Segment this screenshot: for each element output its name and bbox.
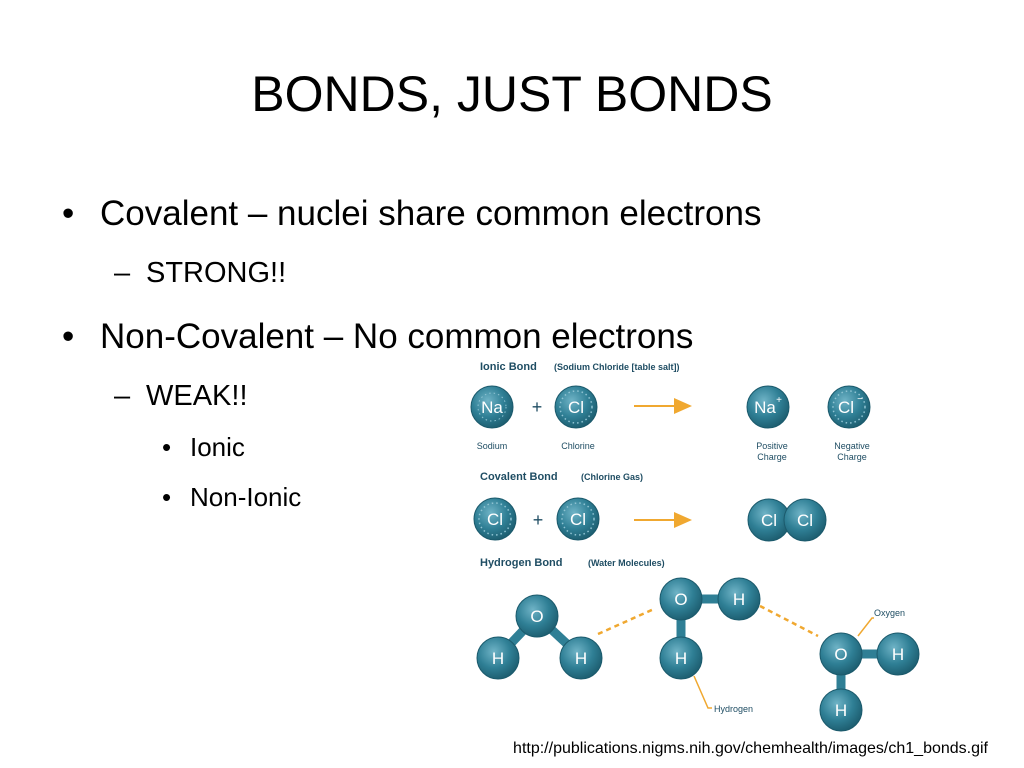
atom-symbol: H [892, 645, 904, 664]
bullet-marker: • [62, 194, 75, 233]
covalent-subheading: (Chlorine Gas) [581, 472, 643, 482]
subbullet-strong: –STRONG!! [114, 255, 286, 291]
atom-symbol: O [834, 645, 847, 664]
bullet-text: Covalent – nuclei share common electrons [100, 194, 762, 233]
chlorine-molecule: Cl Cl [747, 498, 827, 542]
atom-symbol: Cl [570, 510, 586, 529]
hydrogen-bond-line [759, 604, 819, 638]
chlorine-atom: Cl [473, 497, 517, 541]
dash-marker: – [114, 257, 131, 289]
atom-symbol: Cl [761, 511, 777, 530]
covalent-bond-section: Covalent Bond (Chlorine Gas) Cl + Cl Cl … [473, 471, 827, 542]
dash-marker: – [114, 380, 131, 412]
hydrogen-bond-line [597, 607, 655, 636]
atom-symbol: Cl [487, 510, 503, 529]
ionic-subheading: (Sodium Chloride [table salt]) [554, 362, 680, 372]
atom-symbol: H [733, 590, 745, 609]
subsubbullet-non-ionic: • Non-Ionic [162, 481, 301, 513]
atom-symbol: Cl [568, 398, 584, 417]
label-positive: Positive [756, 441, 788, 451]
bonds-figure: Ionic Bond (Sodium Chloride [table salt]… [470, 361, 920, 732]
subbullet-weak: –WEAK!! [114, 378, 248, 414]
bullet-text: STRONG!! [146, 257, 287, 289]
bullet-text: WEAK!! [146, 380, 248, 412]
label-hydrogen: Hydrogen [714, 704, 753, 714]
slide-title: BONDS, JUST BONDS [251, 66, 773, 122]
chlorine-atom: Cl [554, 385, 598, 429]
atom-symbol: Na [754, 398, 776, 417]
label-positive-charge: Charge [757, 452, 787, 462]
label-negative-charge: Charge [837, 452, 867, 462]
atom-symbol: Cl [838, 398, 854, 417]
bullet-marker: • [162, 432, 172, 462]
chloride-ion: Cl − [827, 385, 871, 429]
atom-symbol: H [575, 649, 587, 668]
ionic-heading: Ionic Bond [480, 361, 537, 373]
bullet-text: Non-Ionic [190, 482, 302, 512]
bullet-text: Non-Covalent – No common electrons [100, 317, 694, 356]
plus-sign: + [532, 397, 543, 417]
atom-symbol: H [835, 701, 847, 720]
atom-symbol: H [492, 649, 504, 668]
charge-sign: + [776, 395, 782, 406]
label-sodium: Sodium [477, 441, 508, 451]
hydrogen-callout-line [693, 675, 712, 709]
bullet-covalent: • Covalent – nuclei share common electron… [62, 192, 761, 236]
bullet-text: Ionic [190, 432, 245, 462]
atom-symbol: Na [481, 398, 503, 417]
label-chlorine: Chlorine [561, 441, 595, 451]
covalent-heading: Covalent Bond [480, 471, 558, 483]
bullet-marker: • [62, 317, 75, 356]
atom-symbol: Cl [797, 511, 813, 530]
chlorine-atom: Cl [556, 497, 600, 541]
charge-sign: − [857, 394, 863, 405]
bullet-marker: • [162, 482, 172, 512]
label-negative: Negative [834, 441, 870, 451]
ionic-bond-section: Ionic Bond (Sodium Chloride [table salt]… [470, 361, 871, 462]
bullet-non-covalent: • Non-Covalent – No common electrons [62, 315, 693, 359]
sodium-ion: Na + [746, 385, 790, 429]
water-molecule: O H H [659, 577, 761, 680]
hydrogen-bond-section: Hydrogen Bond (Water Molecules) O H H [476, 557, 920, 732]
sodium-atom: Na [470, 385, 514, 429]
hydrogen-subheading: (Water Molecules) [588, 558, 665, 568]
atom-symbol: O [530, 607, 543, 626]
water-molecule: O H H [819, 632, 920, 732]
water-molecule: O H H [476, 594, 603, 680]
atom-symbol: H [675, 649, 687, 668]
oxygen-callout-line [857, 617, 874, 637]
atom-symbol: O [674, 590, 687, 609]
label-oxygen: Oxygen [874, 608, 905, 618]
source-url: http://publications.nigms.nih.gov/chemhe… [513, 740, 988, 757]
hydrogen-heading: Hydrogen Bond [480, 557, 563, 569]
plus-sign: + [533, 510, 544, 530]
subsubbullet-ionic: • Ionic [162, 431, 245, 463]
